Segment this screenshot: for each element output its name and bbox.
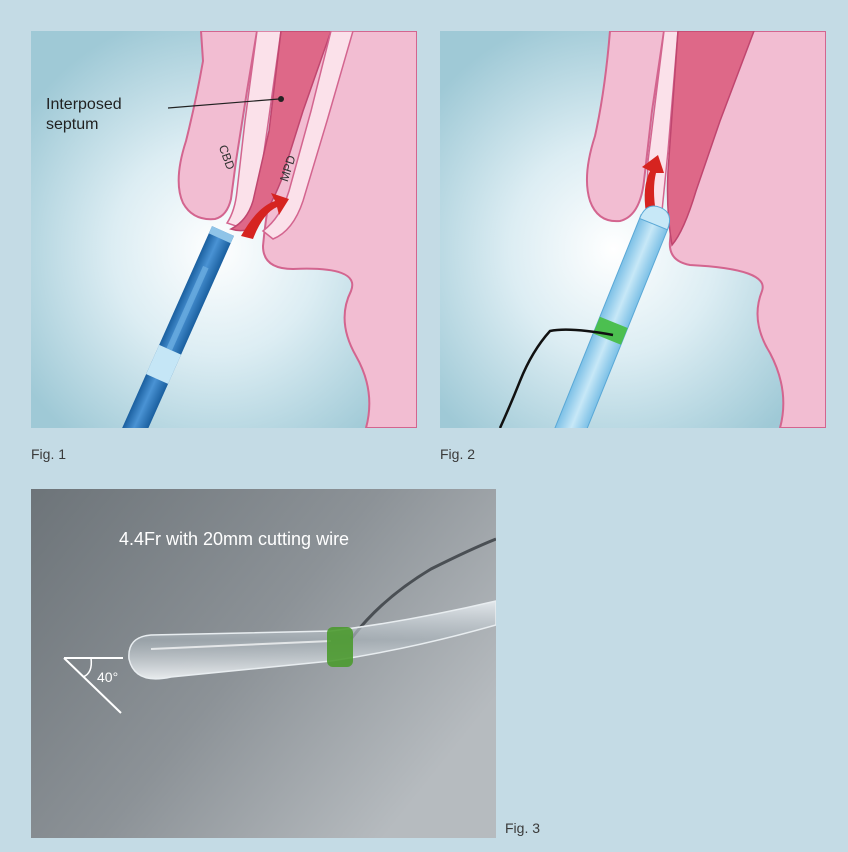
figure-2-illustration bbox=[440, 31, 826, 428]
figure-2 bbox=[440, 31, 826, 428]
caption-fig-1: Fig. 1 bbox=[31, 446, 66, 462]
figure-1-illustration bbox=[31, 31, 417, 428]
figure-1: Interposed septum CBD MPD bbox=[31, 31, 417, 428]
septum-leader-dot bbox=[278, 96, 284, 102]
figure-3: 4.4Fr with 20mm cutting wire 40° bbox=[31, 489, 496, 838]
caption-fig-3: Fig. 3 bbox=[505, 820, 540, 836]
angle-label: 40° bbox=[97, 669, 118, 685]
figure-3-title: 4.4Fr with 20mm cutting wire bbox=[119, 529, 349, 550]
marker-band bbox=[327, 627, 353, 667]
label-interposed-septum: Interposed septum bbox=[46, 95, 122, 135]
caption-fig-2: Fig. 2 bbox=[440, 446, 475, 462]
